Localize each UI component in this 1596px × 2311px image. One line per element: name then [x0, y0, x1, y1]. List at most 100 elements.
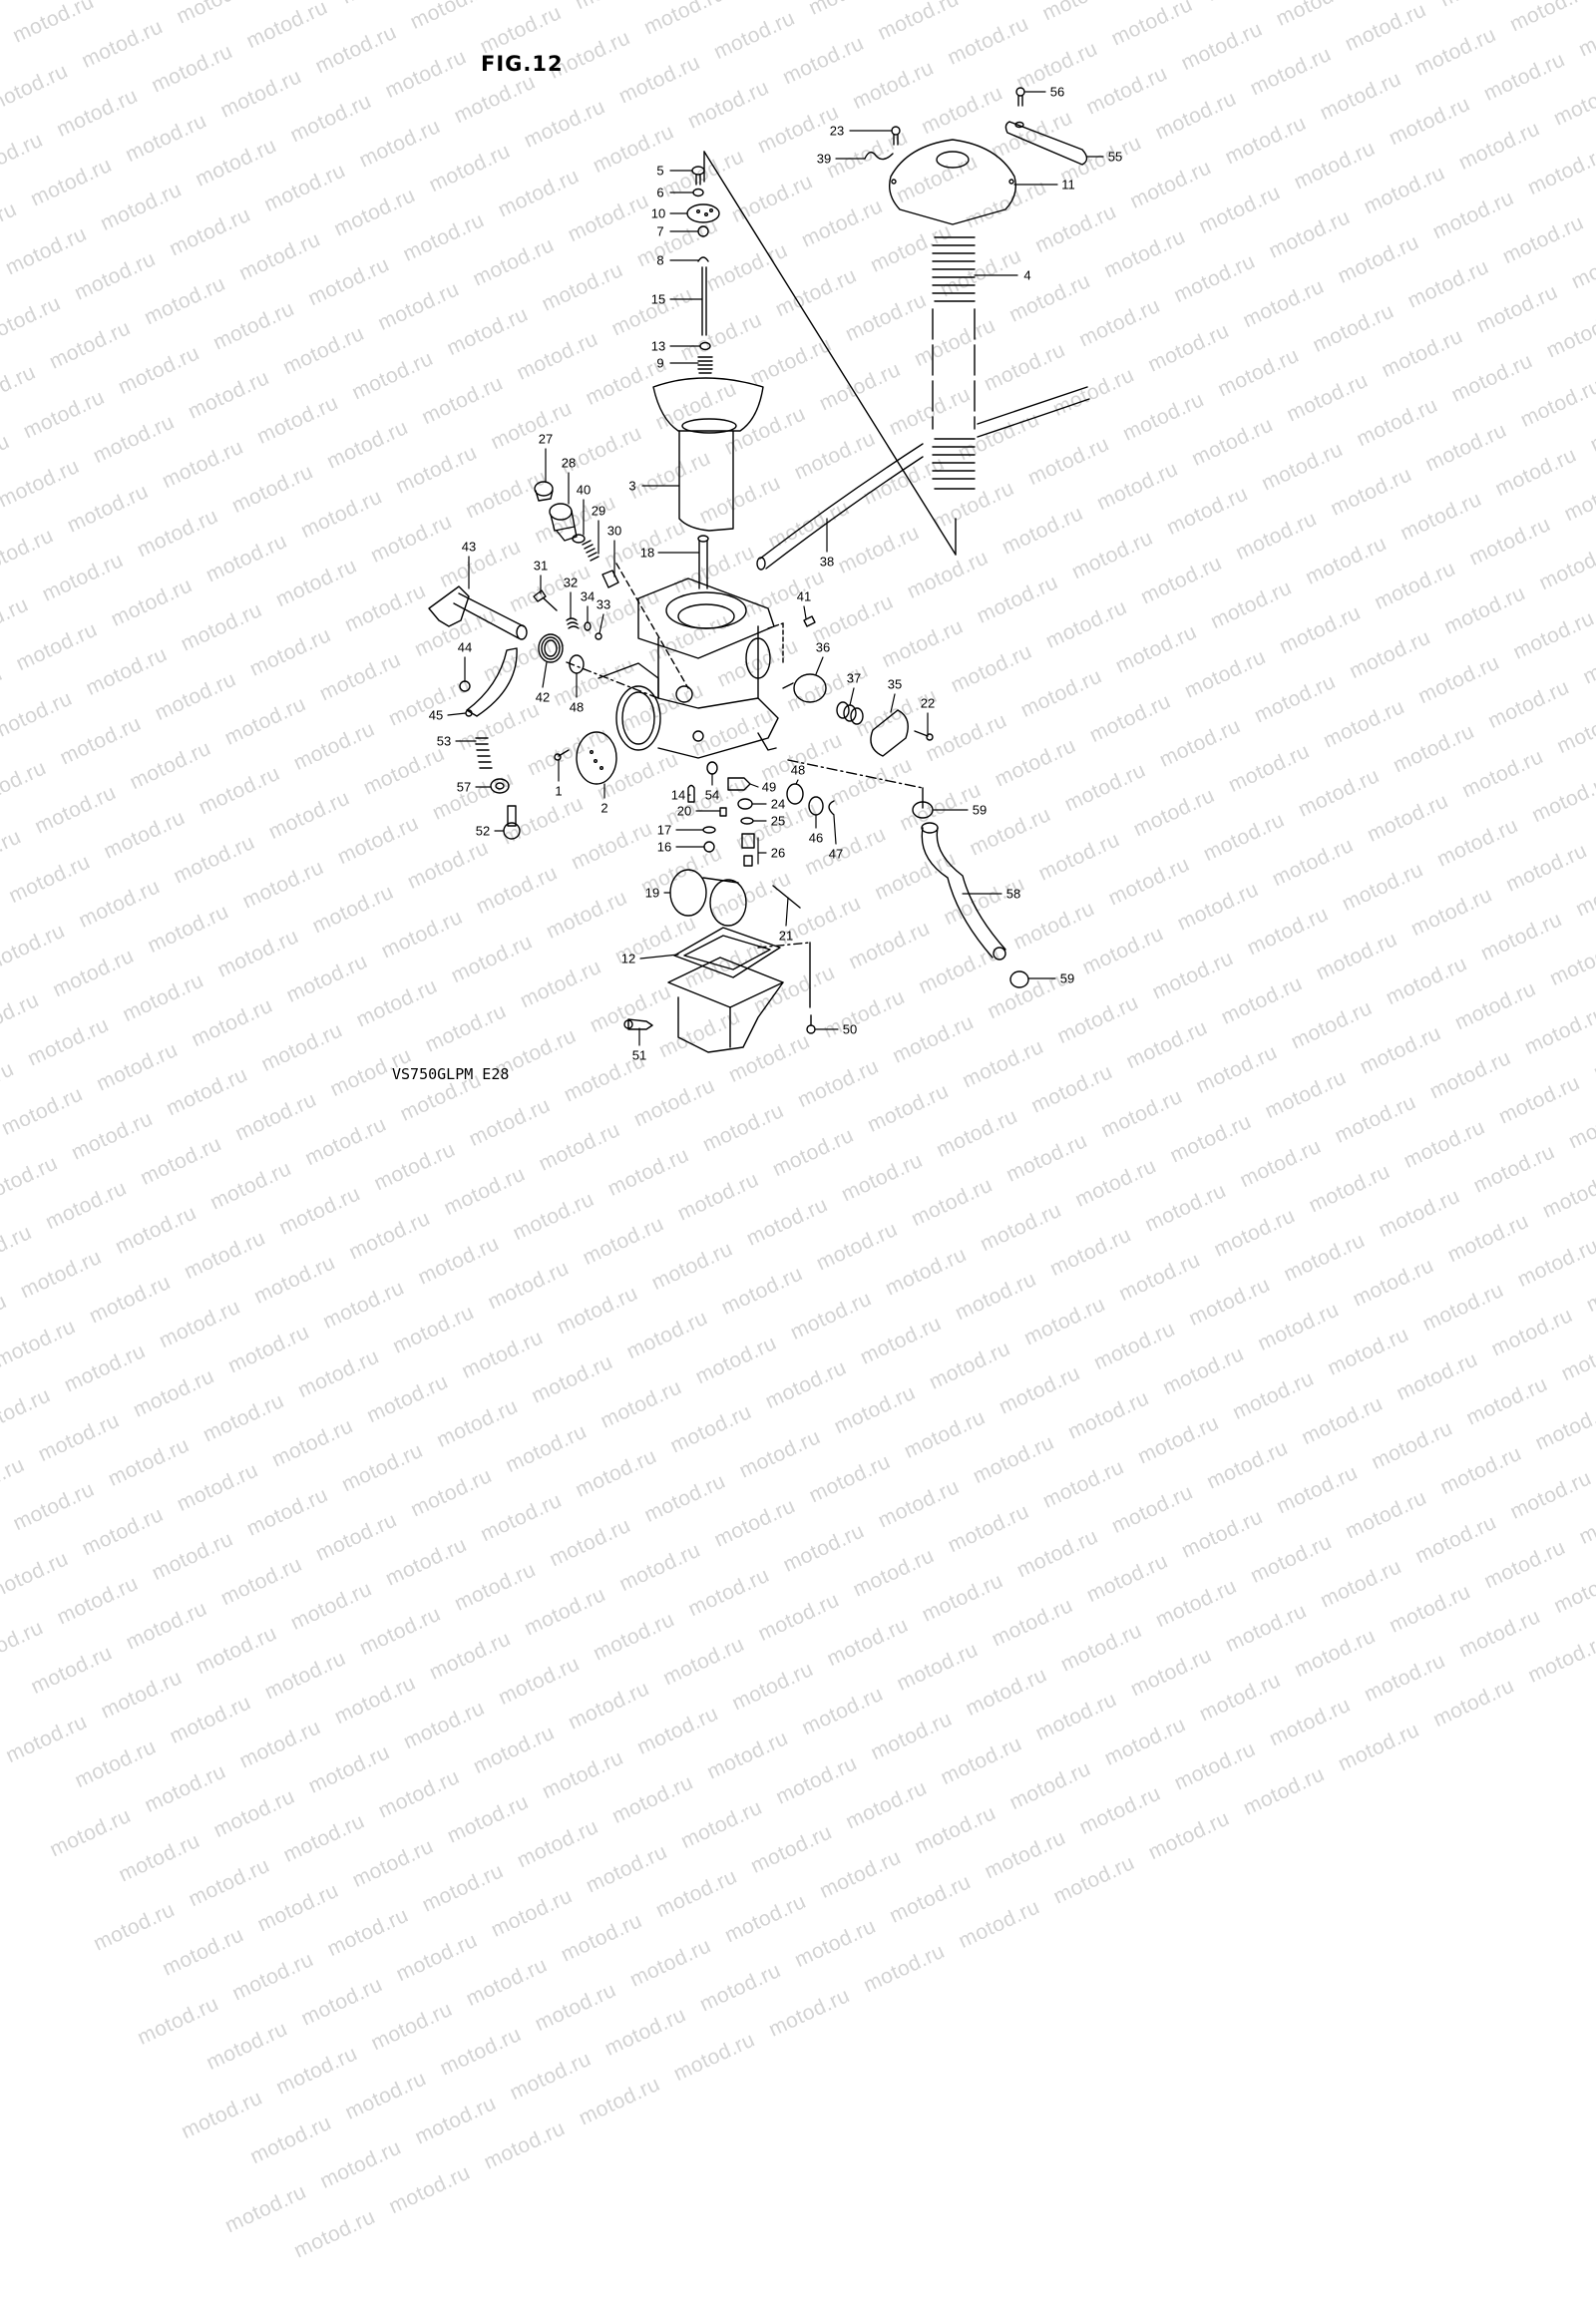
part-6-washer: [692, 188, 704, 197]
part-38-vent-hose: [756, 386, 1090, 571]
callout-number: 39: [816, 151, 832, 167]
part-5-screw: [691, 166, 705, 186]
carburetor-body: [598, 578, 779, 759]
callout-number: 33: [596, 596, 611, 612]
callout-number: 16: [656, 839, 672, 855]
callout-number: 18: [639, 545, 655, 561]
callout-number: 6: [656, 185, 664, 200]
callout-number: 43: [461, 539, 477, 555]
part-15-jet-needle: [701, 266, 707, 336]
part-45-bracket: [465, 647, 518, 717]
part-1-screw: [554, 749, 570, 761]
part-49-needle: [727, 777, 751, 791]
callout-number: 25: [770, 813, 786, 829]
callout-number: 21: [778, 928, 794, 944]
callout-number: 30: [606, 523, 622, 539]
callout-number: 14: [670, 787, 686, 803]
part-19-floats: [669, 869, 747, 927]
callout-number: 53: [436, 733, 452, 749]
part-13-washer: [699, 341, 711, 351]
part-52-adjust-screw: [503, 805, 521, 840]
callout-number: 20: [676, 803, 692, 819]
assembly-guide-lines: [566, 151, 957, 1008]
part-20-jet: [719, 807, 727, 817]
part-59-hose-clamp-lower: [1009, 970, 1029, 988]
watermark-row: motod.rumotod.rumotod.rumotod.rumotod.ru…: [290, 1630, 1596, 2263]
part-11-top-cap: [888, 139, 1017, 225]
callout-number: 55: [1107, 149, 1123, 165]
part-21-float-pin: [772, 885, 801, 909]
callout-number: 10: [650, 205, 666, 221]
part-58-drain-hose: [921, 822, 1006, 961]
model-code: VS750GLPM E28: [392, 1065, 510, 1083]
part-39-wire-clip: [864, 151, 894, 161]
float-bowl: [667, 957, 784, 1053]
callout-number: 12: [620, 951, 636, 966]
callout-number: 46: [808, 830, 824, 846]
callout-number: 41: [796, 588, 812, 604]
callout-number: 32: [563, 575, 579, 590]
part-22-screw: [914, 730, 934, 741]
callout-number: 23: [829, 123, 845, 139]
part-23-screw: [891, 126, 901, 146]
part-9-spring: [697, 356, 713, 374]
part-57-washer: [490, 778, 510, 794]
part-48-seal-right: [786, 783, 804, 805]
callout-number: 47: [828, 846, 844, 862]
part-33-o-ring: [595, 632, 602, 640]
part-3-piston-diaphragm: [652, 377, 764, 532]
part-41-screw: [803, 615, 816, 627]
part-53-spring: [475, 737, 493, 769]
part-4-spring: [932, 236, 976, 490]
part-43-choke-shaft: [428, 585, 528, 640]
watermark-row: motod.rumotod.rumotod.rumotod.rumotod.ru…: [246, 1491, 1596, 2169]
part-8-clip: [697, 256, 709, 262]
part-55-bracket: [1004, 121, 1088, 166]
callout-number: 54: [704, 787, 720, 803]
part-27-cap: [534, 481, 554, 502]
callout-number: 28: [561, 455, 577, 471]
part-28-starter-plunger: [549, 503, 578, 542]
callout-number: 2: [600, 800, 608, 816]
callout-number: 44: [457, 639, 473, 655]
leader-lines: [447, 91, 1104, 1046]
part-30-starter-valve: [601, 570, 619, 588]
figure-title: FIG.12: [481, 52, 564, 76]
callout-number: 24: [770, 796, 786, 812]
part-10-plate: [686, 203, 720, 223]
callout-number: 48: [569, 699, 585, 715]
part-35-accelerator-cover: [870, 709, 909, 757]
part-25-o-ring: [740, 817, 754, 825]
part-50-drain-screw: [806, 1014, 816, 1034]
callout-number: 15: [650, 291, 666, 307]
callout-number: 57: [456, 779, 472, 795]
callout-number: 9: [656, 355, 664, 371]
callout-number: 13: [650, 338, 666, 354]
callout-number: 52: [475, 823, 491, 839]
part-12-float-bowl-gasket: [673, 927, 781, 978]
callout-number: 11: [1061, 177, 1075, 193]
callout-number: 48: [790, 762, 806, 778]
callout-number: 19: [644, 885, 660, 901]
part-26-float-valve: [741, 833, 755, 867]
callout-number: 38: [819, 554, 835, 570]
callout-number: 37: [846, 670, 862, 686]
part-51-screw: [623, 1018, 653, 1030]
exploded-parts-diagram: [428, 87, 1104, 1053]
part-24-holder: [737, 798, 753, 810]
callout-number: 50: [842, 1021, 858, 1037]
part-42-return-spring: [538, 633, 564, 663]
callout-number: 59: [972, 802, 988, 818]
callout-number: 27: [538, 431, 554, 447]
callout-number: 45: [428, 707, 444, 723]
callout-number: 7: [656, 223, 664, 239]
callout-number: 36: [815, 639, 831, 655]
part-29-spring: [582, 540, 599, 562]
part-54-washer: [706, 761, 718, 775]
part-34-washer: [584, 621, 592, 631]
part-44-screw: [459, 680, 471, 692]
part-14-pilot-jet: [687, 784, 695, 803]
part-32-spring: [566, 617, 580, 629]
callout-number: 5: [656, 163, 664, 179]
callout-number: 17: [656, 822, 672, 838]
